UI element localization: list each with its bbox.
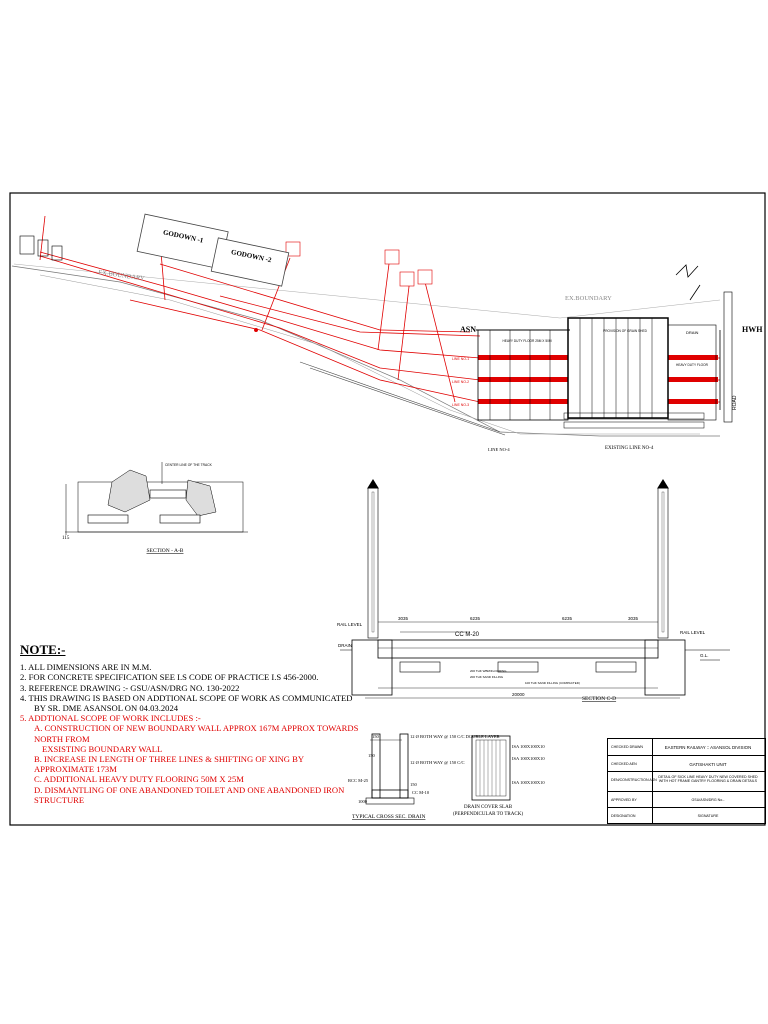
drain-dim-150-base: 150 [410, 782, 418, 787]
section-cd [340, 479, 730, 699]
dim-mid1: 6235 [470, 616, 481, 621]
note-5: 5. ADDTIONAL SCOPE OF WORK INCLUDES :- [20, 713, 201, 724]
slab-title-2: (PERPENDICULAR TO TRACK) [453, 812, 523, 817]
drain-dim-150-top: 150 [372, 734, 380, 739]
line-2-label: LINE NO-2 [452, 380, 469, 384]
section-cd-title: SECTION C-D [582, 696, 616, 702]
section-ab-title: SECTION - A-B [147, 548, 184, 554]
tb-r5-label: DESIGNATION [611, 814, 636, 818]
ex-boundary-right: EX.BOUNDARY [565, 295, 612, 302]
ready-dry-floor-label: HEAVY DUTY FLOOR [676, 363, 709, 367]
tb-r3-label: DEN/CONSTRUCTION ASN [611, 778, 657, 782]
slab-isa-1: ISA 100X100X10 [512, 744, 545, 749]
slab-isa-3: ISA 100X100X10 [512, 780, 545, 785]
slab-title-1: DRAIN COVER SLAB [464, 805, 513, 810]
note-1: 1. ALL DIMENSIONS ARE IN M.M. [20, 662, 152, 673]
slab-isa-2: ISA 100X100X10 [512, 756, 545, 761]
note-3: 3. REFERENCE DRAWING :- GSU/ASN/DRG NO. … [20, 682, 240, 693]
existing-line-label: EXISTING LINE NO-4 [605, 446, 654, 451]
dim-right: 3035 [628, 616, 639, 621]
layout-plan: GODOWN -1 GODOWN -2 EX.BOUNDARY EX.BOUND… [11, 213, 763, 452]
drain-top-bar: 12 Ø BOTH WAY @ 150 C/C DOUBLE LAYER [410, 734, 500, 739]
drain-dim-150-side: 150 [368, 753, 376, 758]
tb-r4-label: APPROVED BY [611, 798, 637, 802]
sheet-border [9, 192, 766, 826]
dim-total: 20000 [512, 692, 525, 697]
tb-r4-value: GSU/ASN/DRG No.- [691, 798, 725, 802]
tb-r3-value: DETAIL OF SICK LINE HEAVY DUTY NEW COVER… [658, 775, 758, 783]
tb-r2-value: GATISHAKTI UNIT [689, 762, 727, 767]
scope-b: B. INCREASE IN LENGTH OF THREE LINES & S… [34, 754, 304, 775]
tb-r5-value: SIGNATURE [697, 814, 719, 818]
drain-mid-bar: 12 Ø BOTH WAY @ 150 C/C [410, 760, 464, 765]
rail-level-right: RAIL LEVEL [680, 630, 706, 635]
covered-shed-label: PROVISION OF GRAIN SHED [603, 329, 647, 333]
drain-rcc: RCC M-25 [348, 778, 369, 783]
sub-layer-2: 200 THK SAND FILLING [470, 675, 504, 679]
drain-cross-section [365, 733, 415, 805]
note-2: 2. FOR CONCRETE SPECIFICATION SEE I.S CO… [20, 672, 319, 683]
road-label: ROAD [732, 395, 738, 410]
title-block: CHECKED DRAWN EASTERN RAILWAY :: ASANSOL… [607, 738, 766, 824]
heavy-duty-floor-label: HEAVY DUTY FLOOR 25M X 50M [502, 339, 551, 343]
tb-r1-label: CHECKED DRAWN [611, 745, 644, 749]
covered-shed [567, 317, 669, 419]
sub-layer-3: 100 THK SAND FILLING (COMPACTED) [525, 681, 580, 685]
drain-pcc: CC M-10 [412, 790, 430, 795]
line-3-label: LINE NO-3 [452, 403, 469, 407]
dim-115: 115 [62, 536, 70, 541]
gl-label: G.L. [700, 653, 709, 658]
dim-mid2: 6235 [562, 616, 573, 621]
drain-left: DRAIN [338, 643, 352, 648]
note-4: 4. THIS DRAWING IS BASED ON ADDTIONAL SC… [20, 692, 353, 703]
hwh-label: HWH [742, 325, 763, 334]
scope-d: D. DISMANTLING OF ONE ABANDONED TOILET A… [34, 784, 345, 805]
drain-top: DRAIN [686, 330, 699, 335]
asn-label: ASN [460, 325, 476, 334]
sub-layer-1: 200 THK WBM/FLOORING [470, 669, 507, 673]
notes-block: NOTE:- 1. ALL DIMENSIONS ARE IN M.M. 2. … [20, 642, 360, 805]
drain-title: TYPICAL CROSS SEC. DRAIN [352, 814, 425, 820]
tb-r1-value: EASTERN RAILWAY :: ASANSOL DIVISION [664, 745, 752, 750]
drain-cover-slab [471, 735, 511, 801]
line-1-label: LINE NO-1 [452, 357, 469, 361]
note-4-cont: BY SR. DME ASANSOL ON 04.03.2024 [34, 703, 179, 714]
notes-heading: NOTE:- [20, 642, 66, 657]
scope-a-cont: EXSISTING BOUNDARY WALL [42, 743, 163, 754]
north-arrow-icon [675, 264, 701, 301]
cc-m20-label: CC M-20 [455, 632, 480, 638]
tb-r2-label: CHECKED AEN [611, 762, 637, 766]
line-no4-label: LINE NO-4 [488, 447, 510, 452]
scope-a: A. CONSTRUCTION OF NEW BOUNDARY WALL APP… [34, 723, 359, 744]
dim-left: 3035 [398, 616, 409, 621]
section-ab: CENTER LINE OF THE TRACK 115 SECTION - A… [62, 462, 248, 554]
center-line-note: CENTER LINE OF THE TRACK [165, 463, 213, 467]
scope-c: C. ADDITIONAL HEAVY DUTY FLOORING 50M X … [34, 774, 244, 785]
rail-level-left: RAIL LEVEL [337, 622, 363, 627]
drain-dim-1000: 1000 [358, 799, 368, 804]
